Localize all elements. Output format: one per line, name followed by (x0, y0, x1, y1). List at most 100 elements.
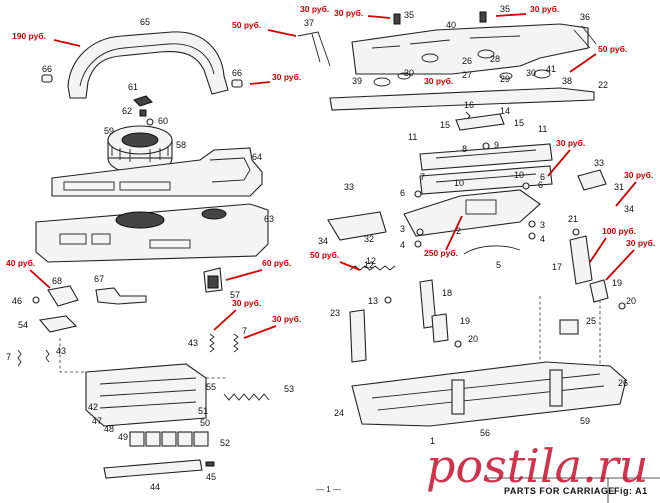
part-number: 43 (56, 346, 66, 356)
part-pin-36 (573, 25, 597, 49)
part-number: 39 (352, 76, 362, 86)
part-number: 51 (198, 406, 208, 416)
part-number: 55 (206, 382, 216, 392)
part-number: 16 (464, 100, 474, 110)
part-number: 63 (264, 214, 274, 224)
part-washer-4-left (414, 240, 422, 248)
part-number: 8 (462, 144, 467, 154)
part-spring-45 (205, 461, 215, 467)
part-number: 56 (480, 428, 490, 438)
part-number: 33 (344, 182, 354, 192)
part-lever-19-left (431, 313, 449, 343)
part-number: 17 (552, 262, 562, 272)
part-number: 31 (614, 182, 624, 192)
part-pin-66-left (41, 74, 53, 83)
part-number: 62 (122, 106, 132, 116)
part-plate-8 (419, 143, 553, 171)
part-number: 33 (594, 158, 604, 168)
price-label: 40 руб. (6, 258, 35, 268)
price-label: 30 руб. (530, 4, 559, 14)
part-number: 30 (526, 68, 536, 78)
part-number: 7 (242, 326, 247, 336)
part-number: 6 (538, 180, 543, 190)
part-number: 26 (618, 378, 628, 388)
part-screw-9 (482, 142, 490, 150)
part-number: 12 (364, 260, 374, 270)
part-number: 43 (188, 338, 198, 348)
part-number: 61 (128, 82, 138, 92)
part-number: 54 (18, 320, 28, 330)
part-cover-63 (35, 203, 269, 263)
part-number: 4 (400, 240, 405, 250)
part-spring-43-left (45, 349, 50, 363)
part-strip-22 (329, 87, 595, 111)
part-pin-66-right (231, 79, 243, 88)
price-label: 50 руб. (232, 20, 261, 30)
watermark: postila.ru (426, 439, 648, 493)
part-wire-37 (297, 31, 331, 67)
part-screw-46 (32, 296, 40, 304)
part-number: 25 (586, 316, 596, 326)
part-number-labels: 65 66 66 61 62 60 59 58 64 63 37 35 35 3… (6, 4, 636, 492)
part-screw-13 (384, 296, 392, 304)
part-screw-35-right (479, 11, 487, 23)
part-lever-68 (47, 285, 79, 307)
part-number: 28 (490, 54, 500, 64)
part-number: 19 (612, 278, 622, 288)
part-number: 3 (540, 220, 545, 230)
page-number: — 1 — (316, 485, 341, 494)
part-number: 15 (514, 118, 524, 128)
part-number: 2 (456, 226, 461, 236)
part-number: 48 (104, 424, 114, 434)
part-number: 59 (580, 416, 590, 426)
part-number: 35 (404, 10, 414, 20)
part-number: 35 (500, 4, 510, 14)
part-screw-35-left (393, 13, 401, 25)
part-number: 46 (12, 296, 22, 306)
part-number: 9 (494, 140, 499, 150)
part-number: 66 (232, 68, 242, 78)
part-plate-2 (403, 189, 541, 237)
part-bracket-54 (38, 315, 78, 333)
part-number: 10 (454, 178, 464, 188)
part-number: 64 (252, 152, 262, 162)
part-number: 30 (404, 68, 414, 78)
part-spring-53 (223, 393, 270, 401)
part-mechanism-42 (59, 338, 228, 427)
part-spring-39 (373, 77, 391, 87)
part-screw-21 (572, 228, 580, 236)
part-number: 20 (626, 296, 636, 306)
part-number: 40 (446, 20, 456, 30)
part-number: 68 (52, 276, 62, 286)
figure-label: Fig: A1 (614, 486, 648, 496)
part-number: 49 (118, 432, 128, 442)
part-washer-3-left (416, 228, 424, 236)
part-plate-64 (51, 147, 263, 197)
price-label: 30 руб. (300, 4, 329, 14)
part-number: 38 (562, 76, 572, 86)
part-number: 50 (200, 418, 210, 428)
part-number: 37 (304, 18, 314, 28)
part-number: 34 (624, 204, 634, 214)
part-number: 42 (88, 402, 98, 412)
part-washer-6-left (414, 190, 422, 198)
part-dial-58 (107, 125, 173, 175)
part-number: 11 (408, 132, 417, 142)
part-spring-38 (533, 69, 551, 79)
part-number: 11 (538, 124, 547, 134)
part-number: 15 (440, 120, 450, 130)
part-number: 12 (366, 256, 376, 266)
part-cap-61 (133, 95, 153, 107)
part-handle-65 (67, 31, 229, 99)
part-number: 60 (158, 116, 168, 126)
part-number: 58 (176, 140, 186, 150)
part-bracket-17 (569, 235, 593, 285)
part-number: 6 (400, 188, 405, 198)
part-number: 29 (500, 74, 510, 84)
part-number: 59 (104, 126, 114, 136)
part-bar-44 (103, 459, 203, 479)
part-spring-12 (349, 265, 396, 271)
sheet-title: PARTS FOR CARRIAGE (504, 486, 615, 496)
part-number: 21 (568, 214, 578, 224)
part-number: 57 (230, 290, 240, 300)
